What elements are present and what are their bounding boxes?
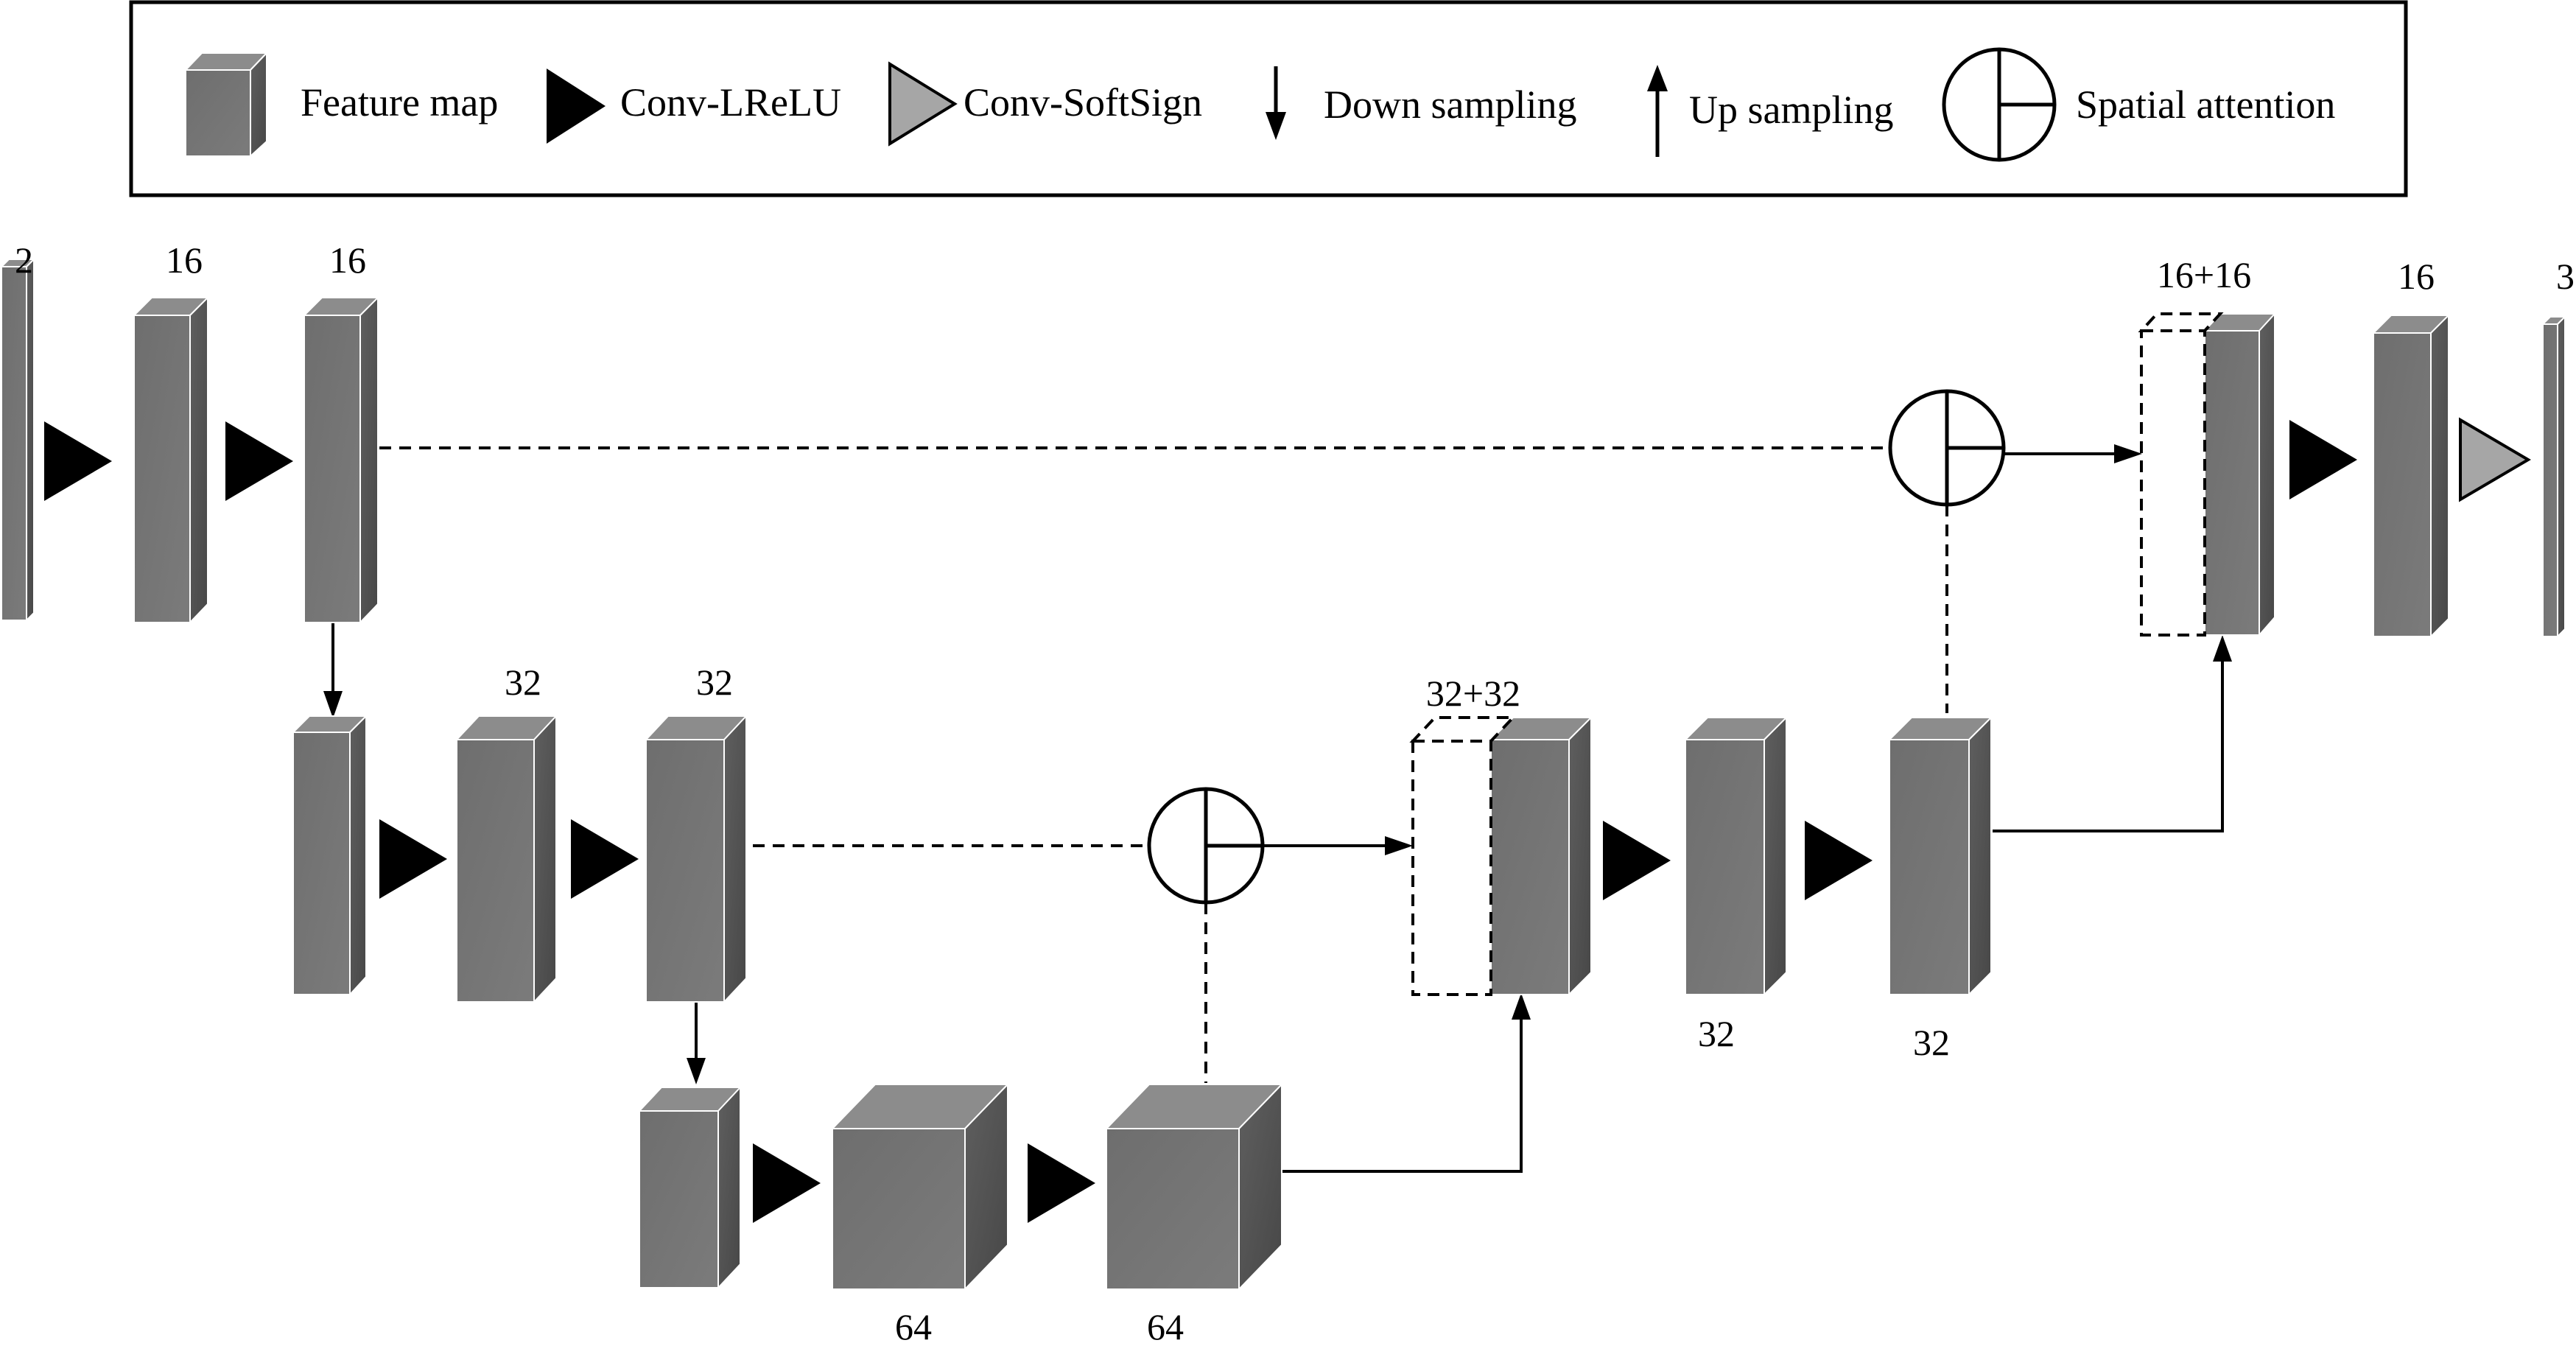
label-dec1: 16 bbox=[2398, 256, 2435, 297]
feature-map-concat1 bbox=[2138, 312, 2277, 637]
feature-maps bbox=[0, 257, 2567, 1291]
label-enc2-b: 32 bbox=[696, 662, 733, 703]
conv-lrelu-6 bbox=[1028, 1143, 1095, 1223]
legend-conv-softsign-label: Conv-SoftSign bbox=[964, 80, 1202, 125]
label-enc1-b: 16 bbox=[329, 239, 366, 281]
feature-map-output bbox=[2541, 315, 2567, 639]
legend-down-sampling-label: Down sampling bbox=[1324, 83, 1577, 127]
spatial-attention-level2 bbox=[1147, 787, 1265, 905]
attention-arrow-level1 bbox=[2004, 444, 2142, 463]
label-enc2-a: 32 bbox=[505, 662, 541, 703]
label-concat1: 16+16 bbox=[2157, 254, 2251, 295]
up-sampling-arrow-1 bbox=[1993, 635, 2232, 832]
conv-lrelu-1 bbox=[44, 421, 112, 501]
legend-feature-map-label: Feature map bbox=[301, 80, 498, 125]
feature-map-bottleneck-input bbox=[637, 1085, 743, 1290]
conv-lrelu-7 bbox=[1603, 821, 1671, 900]
channel-labels: 2 16 16 32 32 64 64 32+32 32 32 16+16 16… bbox=[15, 239, 2575, 1347]
feature-map-enc1-b bbox=[302, 295, 380, 625]
feature-map-bottleneck-a bbox=[830, 1082, 1010, 1291]
legend-box: Feature map Conv-LReLU Conv-SoftSign Dow… bbox=[129, 0, 2408, 197]
label-output: 3 bbox=[2556, 256, 2575, 297]
label-bottleneck-b: 64 bbox=[1147, 1306, 1184, 1347]
conv-lrelu-5 bbox=[753, 1143, 821, 1223]
legend-up-arrow-icon bbox=[1647, 65, 1668, 157]
label-input: 2 bbox=[15, 239, 33, 281]
label-bottleneck-a: 64 bbox=[895, 1306, 932, 1347]
skip-connections bbox=[379, 446, 1948, 1083]
feature-map-dec2-b bbox=[1887, 715, 1993, 997]
conv-lrelu-9 bbox=[2289, 420, 2357, 499]
label-dec2-b: 32 bbox=[1913, 1022, 1950, 1063]
conv-lrelu-8 bbox=[1805, 821, 1873, 900]
feature-map-enc2-a bbox=[455, 714, 558, 1004]
feature-map-dec1 bbox=[2371, 313, 2451, 639]
label-dec2-a: 32 bbox=[1698, 1013, 1735, 1054]
down-sampling-arrow-1 bbox=[323, 621, 343, 718]
legend-spatial-attention-icon bbox=[1942, 47, 2057, 162]
up-sampling-arrow-2 bbox=[1282, 993, 1531, 1173]
feature-map-concat2 bbox=[1409, 715, 1593, 997]
sampling-arrows bbox=[323, 444, 2232, 1173]
spatial-attention-level1 bbox=[1888, 389, 2006, 507]
feature-map-dec2-a bbox=[1683, 715, 1789, 997]
legend-feature-map-icon bbox=[183, 51, 269, 158]
feature-map-enc1-a bbox=[132, 295, 210, 625]
conv-lrelu-2 bbox=[225, 421, 293, 501]
legend-conv-softsign-icon bbox=[888, 61, 958, 147]
legend-conv-lrelu-label: Conv-LReLU bbox=[620, 80, 841, 125]
conv-operators bbox=[44, 417, 2531, 1223]
legend-up-sampling-label: Up sampling bbox=[1689, 88, 1894, 132]
down-sampling-arrow-2 bbox=[687, 998, 706, 1084]
attention-arrow-level2 bbox=[1263, 836, 1413, 855]
conv-softsign-1 bbox=[2459, 417, 2531, 502]
feature-map-input bbox=[0, 257, 36, 623]
feature-map-enc2-input bbox=[291, 714, 368, 997]
legend-conv-lrelu-icon bbox=[547, 69, 606, 144]
feature-map-bottleneck-b bbox=[1104, 1082, 1284, 1291]
label-enc1-a: 16 bbox=[166, 239, 203, 281]
label-concat2: 32+32 bbox=[1426, 673, 1520, 714]
feature-map-enc2-b bbox=[644, 714, 748, 1004]
conv-lrelu-3 bbox=[379, 819, 447, 899]
conv-lrelu-4 bbox=[571, 819, 639, 899]
legend-down-arrow-icon bbox=[1266, 66, 1286, 140]
legend-spatial-attention-label: Spatial attention bbox=[2076, 83, 2335, 127]
